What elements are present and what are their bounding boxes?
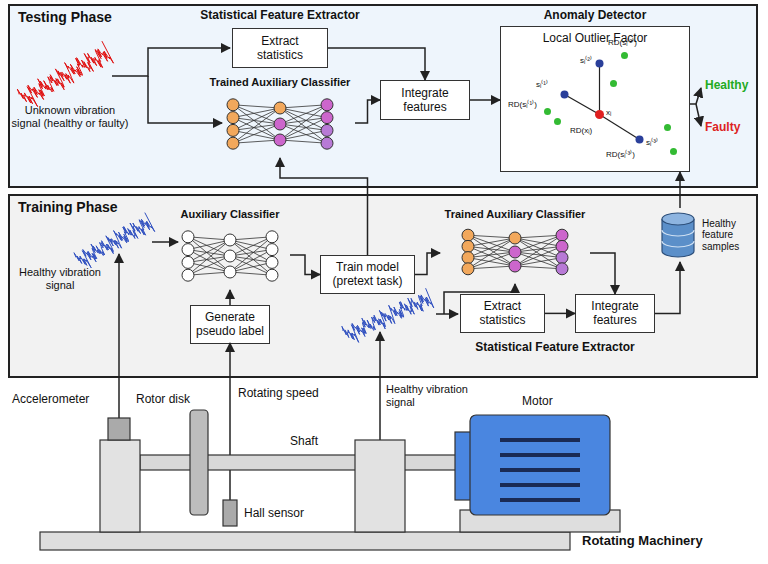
label-wrap: Motor [522,394,553,408]
node-text: Auxiliary Classifier [170,206,290,222]
detector-frame: Local Outlier Factor [500,26,690,172]
node-text: Training Phase [18,199,748,215]
process-box: Extract statistics [460,294,545,333]
process-box: Train model (pretext task) [320,255,415,294]
node-text: Extract statistics [237,34,323,63]
connector-arrow [545,313,575,315]
connector-arrow [328,48,425,80]
label-wrap: Accelerometer [12,392,89,406]
text-label: Rotor disk [136,392,190,406]
process-box: Integrate features [575,294,655,333]
text-label: Motor [522,394,553,408]
label-wrap: Statistical Feature Extractor [185,8,375,22]
phase-panel: Training PhaseAuxiliary ClassifierGenera… [8,194,758,378]
node-text: Extract statistics [465,299,540,328]
vibration-signal [342,288,434,342]
connector-arrow [415,253,440,274]
text-label: Faulty [705,120,740,134]
text-label: Healthy vibration signal [12,266,108,292]
node-text: Trained Auxiliary Classifier [205,74,355,90]
detector-box: Anomaly DetectorLocal Outlier Factor [500,6,690,172]
label-wrap: Rotating Machinery [582,533,703,549]
database-icon [658,210,698,260]
classifier-network: Trained Auxiliary Classifier [205,74,355,158]
label-wrap: RD(sᵢ⁽³⁾) [606,150,635,160]
label-wrap: RD(sᵢ⁽¹⁾) [508,100,537,110]
text-label: Accelerometer [12,392,89,406]
math-label: sᵢ⁽¹⁾ [536,80,548,90]
math-label: RD(xᵢ) [570,126,592,136]
network-icon [460,224,570,280]
node-text: Generate pseudo label [195,310,265,339]
connector-arrow [355,100,380,123]
phase-panel: Testing PhaseExtract statisticsTrained A… [8,4,758,188]
connector-arrow [590,253,615,294]
text-label: Rotating Machinery [582,533,703,549]
label-wrap: Statistical Feature Extractor [450,340,660,354]
label-wrap: Hall sensor [244,506,304,520]
label-wrap: Rotor disk [136,392,190,406]
math-label: RD(sᵢ⁽¹⁾) [508,100,537,110]
text-label: Hall sensor [244,506,304,520]
connector-arrow [290,255,320,274]
label-wrap: Rotating speed [238,386,319,400]
node-text: Train model (pretext task) [325,260,410,289]
connector-arrow [655,262,680,313]
label-wrap: Healthy vibration signal [12,266,108,292]
node-text: Integrate features [580,299,650,328]
label-wrap: Faulty [705,120,740,134]
label-wrap: RD(sᵢ⁽²⁾) [608,38,637,48]
lof-plot [501,27,688,170]
text-label: Shaft [290,434,318,448]
math-label: RD(sᵢ⁽³⁾) [606,150,635,160]
node-text: Trained Auxiliary Classifier [440,206,590,222]
label-wrap: sᵢ⁽²⁾ [580,56,592,66]
database: Healthy feature samples [658,208,752,262]
label-wrap: RD(xᵢ) [570,126,592,136]
label-wrap: Unknown vibration signal (healthy or fau… [10,104,130,130]
text-label: Statistical Feature Extractor [450,340,660,354]
vibration-signal [74,213,155,268]
text-label: Rotating speed [238,386,319,400]
label-wrap: Healthy [705,78,748,92]
process-box: Extract statistics [232,28,328,68]
connector-arrow [229,290,231,305]
network-icon [180,224,280,288]
label-wrap: sᵢ⁽³⁾ [646,138,658,148]
classifier-network: Trained Auxiliary Classifier [440,206,590,282]
label-wrap: Shaft [290,434,318,448]
rotating-machinery [40,410,620,550]
text-label: Statistical Feature Extractor [185,8,375,22]
math-label: xᵢ [606,108,611,118]
process-box: Generate pseudo label [190,305,270,344]
connector-arrow [679,172,681,208]
label-wrap: Healthy vibration signal [386,383,468,409]
math-label: RD(sᵢ⁽²⁾) [608,38,637,48]
node-text: Local Outlier Factor [501,31,689,45]
label-wrap: xᵢ [606,108,611,118]
network-icon [225,92,335,156]
connector-arrow [280,158,368,255]
math-label: sᵢ⁽³⁾ [646,138,658,148]
connector-arrow [470,99,500,101]
text-label: Unknown vibration signal (healthy or fau… [10,104,130,130]
node-text: Anomaly Detector [500,6,690,24]
label-wrap: sᵢ⁽¹⁾ [536,80,548,90]
process-box: Integrate features [380,80,470,120]
vibration-signal [17,41,113,107]
node-text: Healthy feature samples [702,218,752,253]
classifier-network: Auxiliary Classifier [170,206,290,290]
text-label: Healthy vibration signal [386,383,468,409]
math-label: sᵢ⁽²⁾ [580,56,592,66]
text-label: Healthy [705,78,748,92]
node-text: Integrate features [385,86,465,115]
